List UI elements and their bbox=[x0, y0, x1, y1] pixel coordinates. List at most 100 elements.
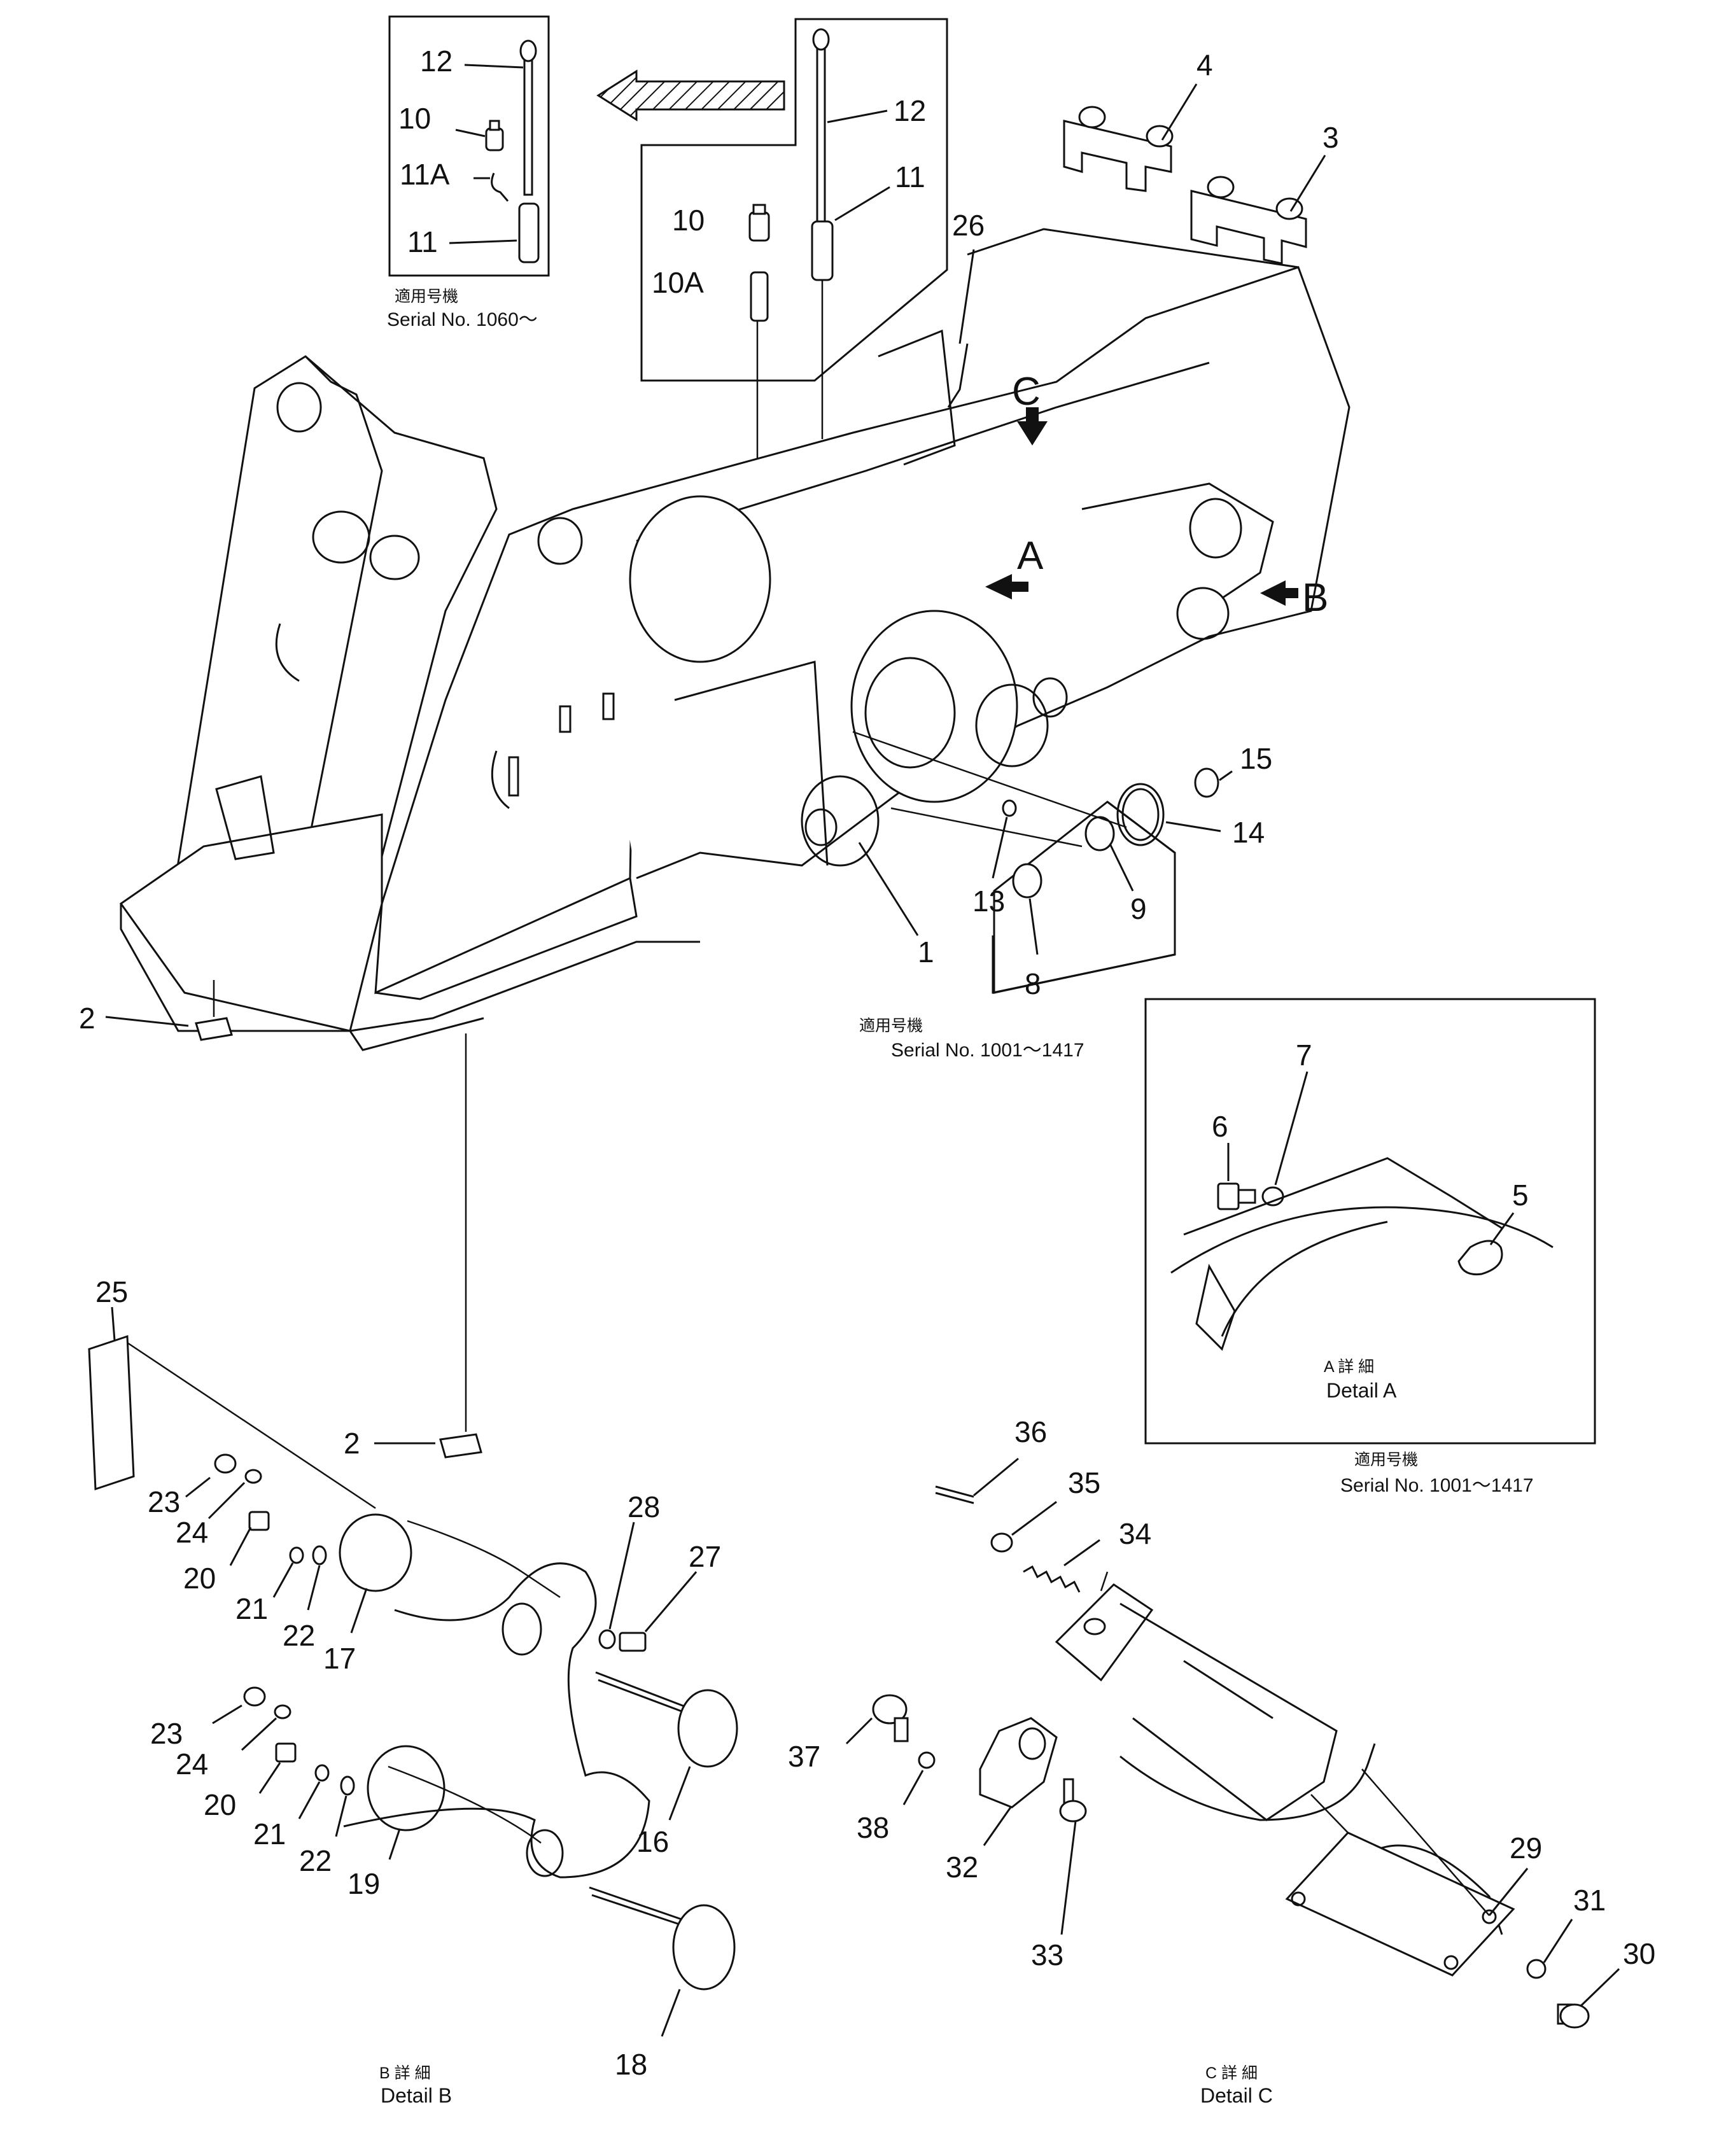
part-21-lockwasher-upper bbox=[289, 1546, 304, 1564]
serial-note-detail-a: Serial No. 1001～1417 bbox=[1340, 1475, 1534, 1496]
part-5-plate bbox=[1457, 1240, 1503, 1276]
callout-23-lower: 23 bbox=[150, 1717, 183, 1750]
part-13-plug bbox=[1002, 799, 1017, 817]
callout-11: 11 bbox=[895, 160, 925, 193]
callout-15: 15 bbox=[1240, 742, 1272, 775]
callout-9: 9 bbox=[1130, 892, 1147, 925]
callout-4: 4 bbox=[1196, 48, 1213, 81]
view-c-label: C bbox=[1012, 370, 1041, 414]
callout-21-upper: 21 bbox=[235, 1592, 268, 1625]
callout-29: 29 bbox=[1510, 1831, 1542, 1865]
view-c-marker: C bbox=[1012, 370, 1048, 445]
part-12-rod-inset bbox=[519, 39, 537, 196]
callout-32: 32 bbox=[946, 1851, 978, 1884]
callout-34: 34 bbox=[1119, 1517, 1151, 1550]
part-31-clip bbox=[1526, 1959, 1547, 1979]
callout-37: 37 bbox=[788, 1740, 820, 1773]
part-23-nut-upper bbox=[214, 1453, 237, 1474]
part-11a-elbow-inset bbox=[491, 172, 509, 202]
inset-serial-1060: 12 10 11A 11 適用号機 Serial No. 1060～ bbox=[387, 15, 550, 330]
view-b-label: B bbox=[1302, 576, 1328, 620]
part-38-clip bbox=[918, 1751, 936, 1769]
callout-16: 16 bbox=[636, 1825, 669, 1858]
callout-22-upper: 22 bbox=[283, 1619, 315, 1652]
callout-36: 36 bbox=[1014, 1415, 1047, 1448]
part-12-rod bbox=[812, 28, 830, 244]
seal-callout-box: 15 14 9 8 13 1 適用号機 Serial No. 1001～1417 bbox=[852, 731, 1272, 1061]
part-6-bolt bbox=[1217, 1182, 1256, 1210]
part-7-washer bbox=[1261, 1186, 1284, 1207]
part-23-nut-lower bbox=[243, 1686, 266, 1707]
part-25-cover bbox=[88, 1334, 135, 1491]
part-16-stopper bbox=[595, 1671, 738, 1768]
part-20-bolt-upper bbox=[248, 1511, 270, 1531]
applicability-jp-1060: 適用号機 bbox=[395, 288, 458, 305]
applicability-jp-detail-a: 適用号機 bbox=[1354, 1451, 1418, 1469]
callout-23-upper: 23 bbox=[148, 1485, 180, 1518]
callout-11-inset: 11 bbox=[407, 225, 438, 258]
callout-24-lower: 24 bbox=[176, 1747, 208, 1781]
callout-8: 8 bbox=[1025, 967, 1041, 1000]
flange-plate bbox=[850, 610, 1018, 803]
part-34-spring bbox=[1023, 1565, 1081, 1593]
part-22-washer-upper bbox=[312, 1545, 327, 1565]
fitting-callout-box: 12 11 10 10A bbox=[640, 18, 948, 471]
serial-note-1060: Serial No. 1060～ bbox=[387, 309, 538, 330]
part-19-cover bbox=[367, 1745, 446, 1831]
detail-b: 25 23 24 20 21 22 17 23 24 20 bbox=[88, 1275, 738, 2107]
callout-10a: 10A bbox=[652, 266, 704, 299]
lever-body bbox=[343, 1562, 650, 1879]
callout-2-right: 2 bbox=[344, 1427, 360, 1460]
detail-a-jp: A 詳 細 bbox=[1324, 1358, 1374, 1376]
callout-18: 18 bbox=[615, 2048, 647, 2081]
part-21-lockwasher-lower bbox=[314, 1764, 330, 1782]
callout-20-upper: 20 bbox=[183, 1562, 216, 1595]
detail-a-box bbox=[1144, 998, 1596, 1445]
callout-1: 1 bbox=[918, 935, 934, 969]
callout-14: 14 bbox=[1232, 816, 1265, 849]
part-10-fitting-inset bbox=[485, 120, 504, 151]
detail-c: 36 35 34 32 37 38 33 bbox=[788, 1415, 1655, 2107]
serial-note-1001-main: Serial No. 1001～1417 bbox=[891, 1040, 1084, 1061]
part-11-sleeve bbox=[811, 220, 834, 281]
replacement-arrow bbox=[596, 69, 785, 122]
main-bore bbox=[629, 495, 771, 663]
callout-12-inset: 12 bbox=[420, 45, 453, 78]
detail-c-jp: C 詳 細 bbox=[1205, 2064, 1258, 2082]
part-2-pad-left: 2 bbox=[79, 980, 233, 1041]
callout-35: 35 bbox=[1068, 1466, 1100, 1499]
detail-a-caption: Detail A bbox=[1326, 1379, 1397, 1402]
part-17-cover bbox=[339, 1513, 412, 1592]
callout-26: 26 bbox=[952, 209, 985, 242]
part-35-washer bbox=[990, 1532, 1013, 1553]
part-24-washer-upper bbox=[244, 1469, 262, 1484]
part-10-fitting bbox=[748, 204, 770, 242]
part-2-pad-right: 2 bbox=[344, 1033, 482, 1460]
callout-7: 7 bbox=[1296, 1039, 1312, 1072]
part-28-washer bbox=[598, 1629, 616, 1649]
part-36-pin bbox=[935, 1485, 974, 1498]
part-26-link: 26 bbox=[947, 209, 985, 408]
callout-17: 17 bbox=[323, 1642, 356, 1675]
part-30-bolt bbox=[1557, 2003, 1590, 2029]
callout-20-lower: 20 bbox=[204, 1788, 236, 1821]
part-11-sleeve-inset bbox=[518, 202, 540, 263]
detail-c-caption: Detail C bbox=[1200, 2084, 1273, 2107]
callout-11a-inset: 11A bbox=[400, 158, 450, 191]
callout-21-lower: 21 bbox=[253, 1817, 286, 1851]
detail-b-caption: Detail B bbox=[381, 2084, 452, 2107]
callout-10-inset: 10 bbox=[398, 102, 431, 135]
part-32-latch bbox=[979, 1717, 1058, 1809]
detail-b-jp: B 詳 細 bbox=[379, 2064, 431, 2082]
callout-28: 28 bbox=[628, 1490, 660, 1523]
callout-33: 33 bbox=[1031, 1938, 1063, 1971]
callout-22-lower: 22 bbox=[299, 1844, 332, 1877]
part-29-cover bbox=[1285, 1831, 1515, 1977]
callout-38: 38 bbox=[857, 1811, 889, 1844]
view-b-marker: B bbox=[1260, 576, 1328, 620]
callout-5: 5 bbox=[1512, 1179, 1529, 1212]
detail-a: 6 7 5 A 詳 細 Detail A 適用号機 Serial No. 100… bbox=[1144, 998, 1596, 1496]
view-a-marker: A bbox=[985, 534, 1044, 599]
lock-housing bbox=[1055, 1583, 1154, 1682]
